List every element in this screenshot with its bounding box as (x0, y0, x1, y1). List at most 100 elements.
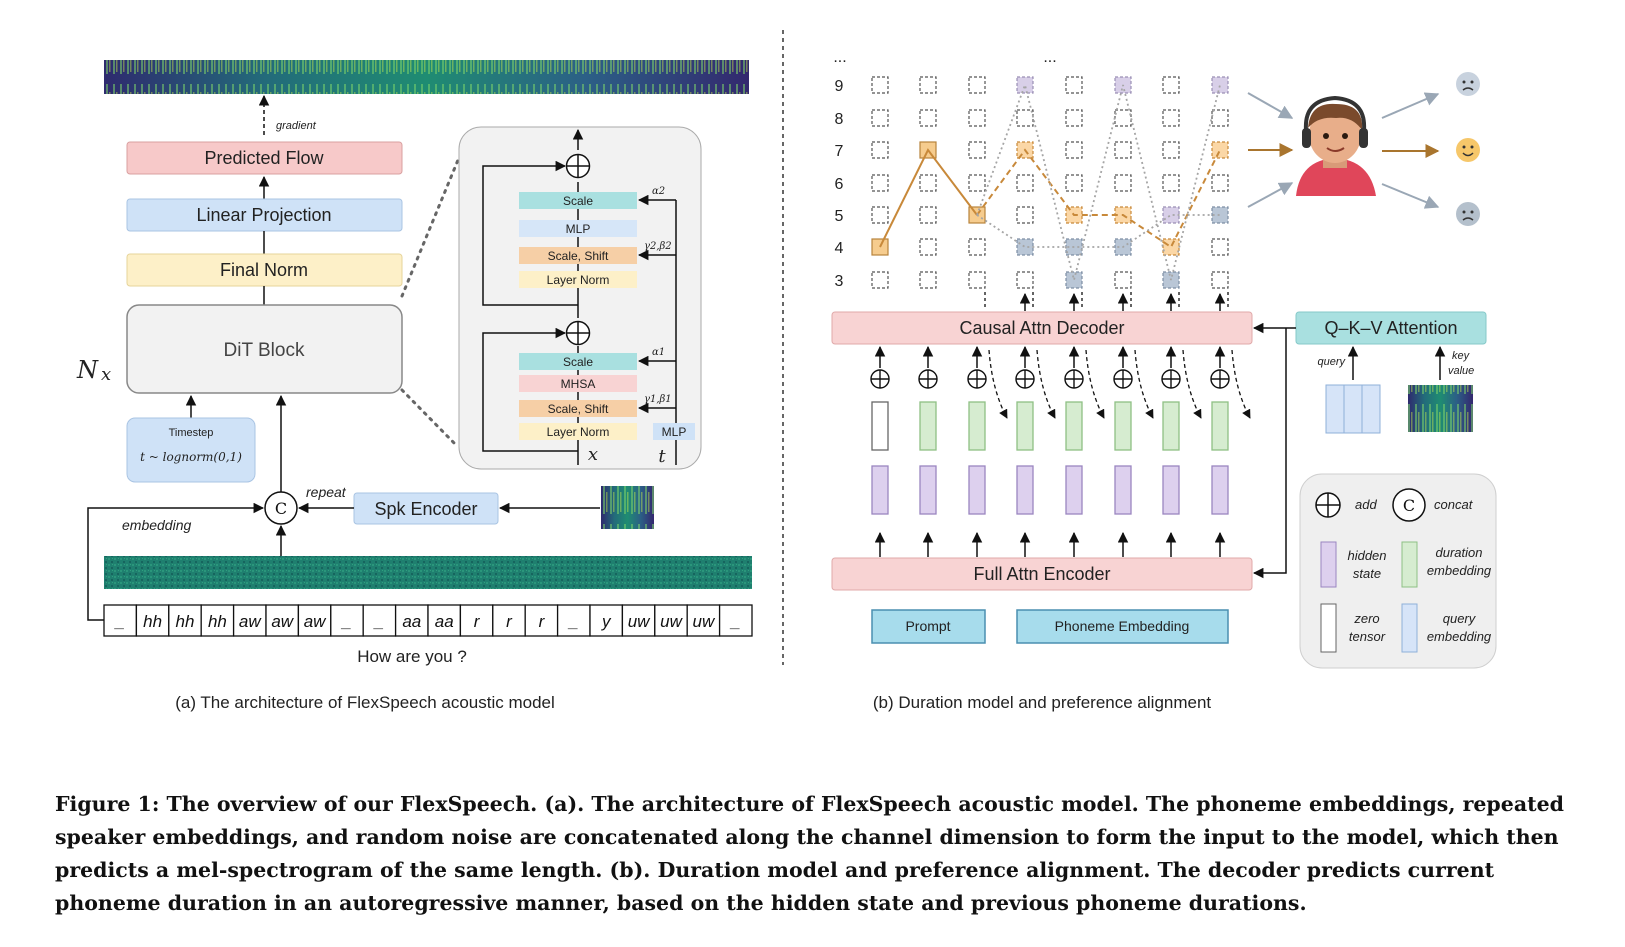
hidden-state-block (1211, 465, 1229, 515)
duration-grid (871, 76, 1229, 289)
detail-scale-lower-label: Scale (563, 355, 593, 369)
concat-symbol: C (275, 499, 287, 518)
duration-cell (1211, 238, 1229, 256)
value-label: value (1448, 365, 1474, 377)
duration-paths (879, 81, 1221, 281)
predicted-flow-box (126, 141, 403, 175)
duration-cell (1065, 141, 1083, 159)
feedback-dash-arrow (1085, 349, 1105, 419)
phoneme-label: y (601, 612, 612, 631)
phoneme-label: r (474, 612, 481, 631)
legend-zero-swatch (1320, 603, 1337, 653)
output-spectrogram (104, 60, 749, 94)
duration-cell (1016, 76, 1034, 94)
phoneme-cell (589, 604, 624, 637)
phoneme-cell (394, 604, 429, 637)
detail-scaleshift-upper-label: Scale, Shift (548, 249, 609, 263)
duration-cell (1016, 109, 1034, 127)
phoneme-label: uw (693, 612, 716, 631)
legend-query-2: embedding (1427, 629, 1492, 644)
feedback-dash-arrow (1036, 349, 1056, 419)
duration-embedding-block (1114, 401, 1132, 451)
alpha1-label: α1 (652, 347, 665, 358)
phoneme-label: aw (239, 612, 262, 631)
legend-hidden-swatch (1320, 541, 1337, 588)
query-embedding-block (1325, 384, 1381, 434)
duration-cell (1162, 109, 1180, 127)
add-node-top (565, 153, 591, 179)
duration-cell (1065, 174, 1083, 192)
phoneme-label: aw (304, 612, 327, 631)
causal-attn-decoder-box (831, 311, 1253, 345)
pref-arrow-in-bot (1247, 182, 1294, 208)
detail-scale-upper (519, 192, 637, 209)
repeat-label: repeat (306, 484, 347, 500)
gamma1-beta1-label: γ1,β1 (644, 394, 672, 405)
phoneme-cell (654, 604, 688, 637)
legend-panel (1299, 473, 1497, 669)
duration-axis-label: 5 (835, 208, 844, 225)
phoneme-cell (686, 604, 721, 637)
duration-cell (1065, 271, 1083, 289)
phoneme-embedding-label: Phoneme Embedding (1055, 618, 1190, 634)
legend-concat-label: concat (1434, 497, 1474, 512)
duration-cell (1211, 206, 1229, 224)
legend-duration-1: duration (1436, 545, 1483, 560)
duration-cell (968, 174, 986, 192)
zoom-connector-top (400, 158, 460, 298)
phoneme-label: aa (402, 612, 421, 631)
duration-cell (1016, 206, 1034, 224)
duration-cell (1211, 109, 1229, 127)
spk-encoder-label: Spk Encoder (374, 499, 477, 519)
duration-cell (1211, 271, 1229, 289)
full-attn-encoder-box (831, 557, 1253, 591)
phoneme-label: hh (208, 612, 227, 631)
phoneme-label: uw (628, 612, 651, 631)
detail-scaleshift-upper (519, 247, 637, 264)
listener-avatar-icon (1296, 95, 1376, 196)
legend-hidden-1: hidden (1347, 548, 1386, 563)
phoneme-cell (492, 604, 526, 637)
dit-block-box (126, 304, 403, 394)
duration-cell (1162, 141, 1180, 159)
duration-cell (1211, 174, 1229, 192)
hidden-state-block (1016, 465, 1034, 515)
detail-layernorm-upper (519, 271, 637, 288)
duration-cell (968, 271, 986, 289)
duration-cell (1016, 271, 1034, 289)
legend-zero-1: zero (1353, 611, 1379, 626)
phoneme-label: aa (435, 612, 454, 631)
key-value-spectrogram (1408, 385, 1473, 432)
timestep-title: Timestep (169, 427, 214, 439)
feedback-dash-arrow (988, 349, 1008, 419)
caption-a: (a) The architecture of FlexSpeech acous… (175, 693, 555, 712)
duration-cell (919, 109, 937, 127)
duration-cell (919, 174, 937, 192)
hidden-state-block (871, 465, 889, 515)
duration-cell (1065, 109, 1083, 127)
hidden-state-block (1114, 465, 1132, 515)
duration-axis-label: 6 (835, 176, 844, 193)
dit-detail-panel (458, 126, 702, 470)
gradient-label: gradient (276, 120, 317, 132)
legend-hidden-2: state (1353, 566, 1381, 581)
selected-path-solid (879, 148, 978, 248)
phoneme-cell (718, 604, 753, 637)
duration-cell (919, 76, 937, 94)
phoneme-cell (621, 604, 656, 637)
figure-caption: Figure 1: The overview of our FlexSpeech… (55, 792, 1564, 915)
duration-cell (1162, 238, 1180, 256)
duration-cell (1065, 76, 1083, 94)
detail-layernorm-lower (519, 423, 637, 440)
noise-bar (104, 556, 752, 589)
caption-b: (b) Duration model and preference alignm… (873, 693, 1212, 712)
detail-scale-lower (519, 353, 637, 370)
detail-x-label: x (588, 444, 598, 465)
detail-scale-upper-label: Scale (563, 194, 593, 208)
zero-tensor-block (871, 401, 889, 451)
phoneme-cell (168, 604, 202, 637)
sad-face-top-icon (1456, 72, 1480, 96)
sentence-text: How are you ? (357, 647, 467, 666)
